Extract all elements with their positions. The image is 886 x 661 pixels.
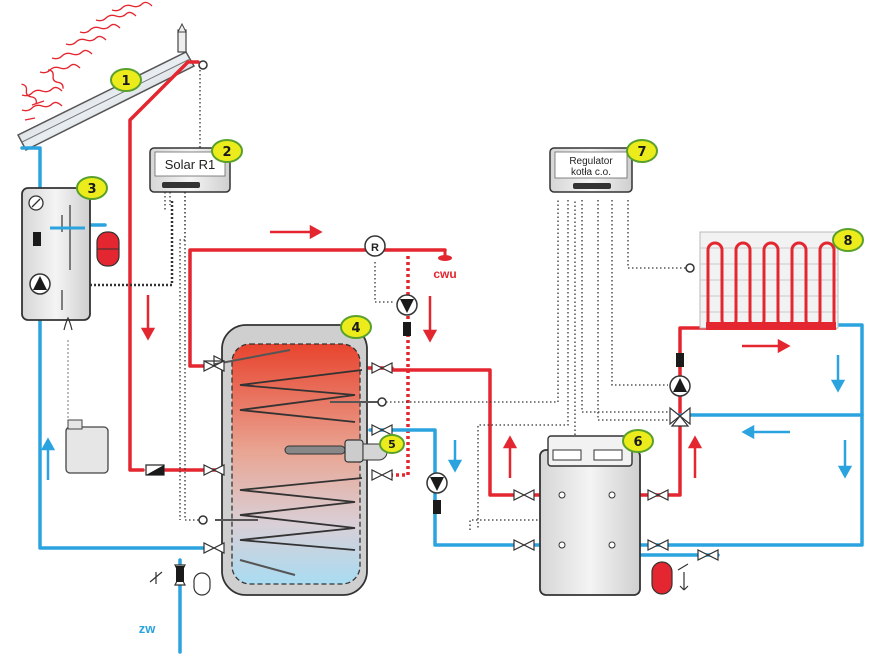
expansion-vessel-solar: [96, 231, 120, 267]
mixing-valve: R: [364, 235, 386, 257]
badge-4-text: 4: [351, 321, 360, 336]
solar-controller-label: Solar R1: [165, 157, 216, 172]
badge-7-text: 7: [637, 145, 646, 160]
three-way-valve: [669, 406, 691, 427]
badge-4: 4: [340, 315, 372, 339]
solar-pump-station: [21, 187, 91, 321]
tank-sensor-bottom: [198, 515, 208, 525]
flow-arrows-hot: [140, 224, 791, 478]
boiler-controller: Regulator kotła c.o.: [549, 147, 633, 193]
hot-water-tank: [204, 324, 378, 596]
badge-5: 5: [379, 434, 405, 454]
badge-6-text: 6: [633, 435, 642, 450]
hot-water-outlet: cwu: [433, 250, 457, 281]
badge-2: 2: [211, 139, 243, 163]
badge-6: 6: [622, 429, 654, 453]
mixing-valve-label: R: [371, 242, 379, 254]
badge-1: 1: [110, 68, 142, 92]
collector-temp-sensor: [198, 60, 208, 70]
solar-collector: [16, 51, 196, 151]
boiler-controller-line2: kotła c.o.: [571, 167, 611, 178]
tank-return-pump: [426, 472, 448, 514]
room-temp-sensor: [685, 263, 695, 273]
badge-3-text: 3: [87, 182, 96, 197]
badge-1-text: 1: [121, 74, 130, 89]
glycol-canister: [63, 316, 109, 474]
badge-3: 3: [76, 176, 108, 200]
circulation-pump: [396, 294, 418, 336]
hot-water-label: cwu: [433, 267, 456, 281]
cold-pipes: [20, 146, 864, 654]
boiler-controller-line1: Regulator: [569, 156, 613, 167]
badge-8-text: 8: [843, 234, 852, 249]
expansion-vessel-boiler: [651, 561, 689, 595]
badge-7: 7: [626, 139, 658, 163]
signal-wires: [90, 70, 690, 530]
tank-sensor-top: [377, 397, 387, 407]
cold-water-label: zw: [139, 621, 157, 636]
badge-8: 8: [832, 228, 864, 252]
radiator: [699, 231, 839, 330]
flow-arrows-cold: [40, 355, 853, 480]
badge-2-text: 2: [222, 145, 231, 160]
sun-rays: [21, 1, 153, 121]
heating-pump: [669, 353, 691, 397]
boiler: [539, 435, 641, 596]
cold-water-inlet: zw: [139, 566, 211, 636]
badge-5-text: 5: [388, 438, 396, 451]
air-vent-icon: [177, 22, 187, 53]
